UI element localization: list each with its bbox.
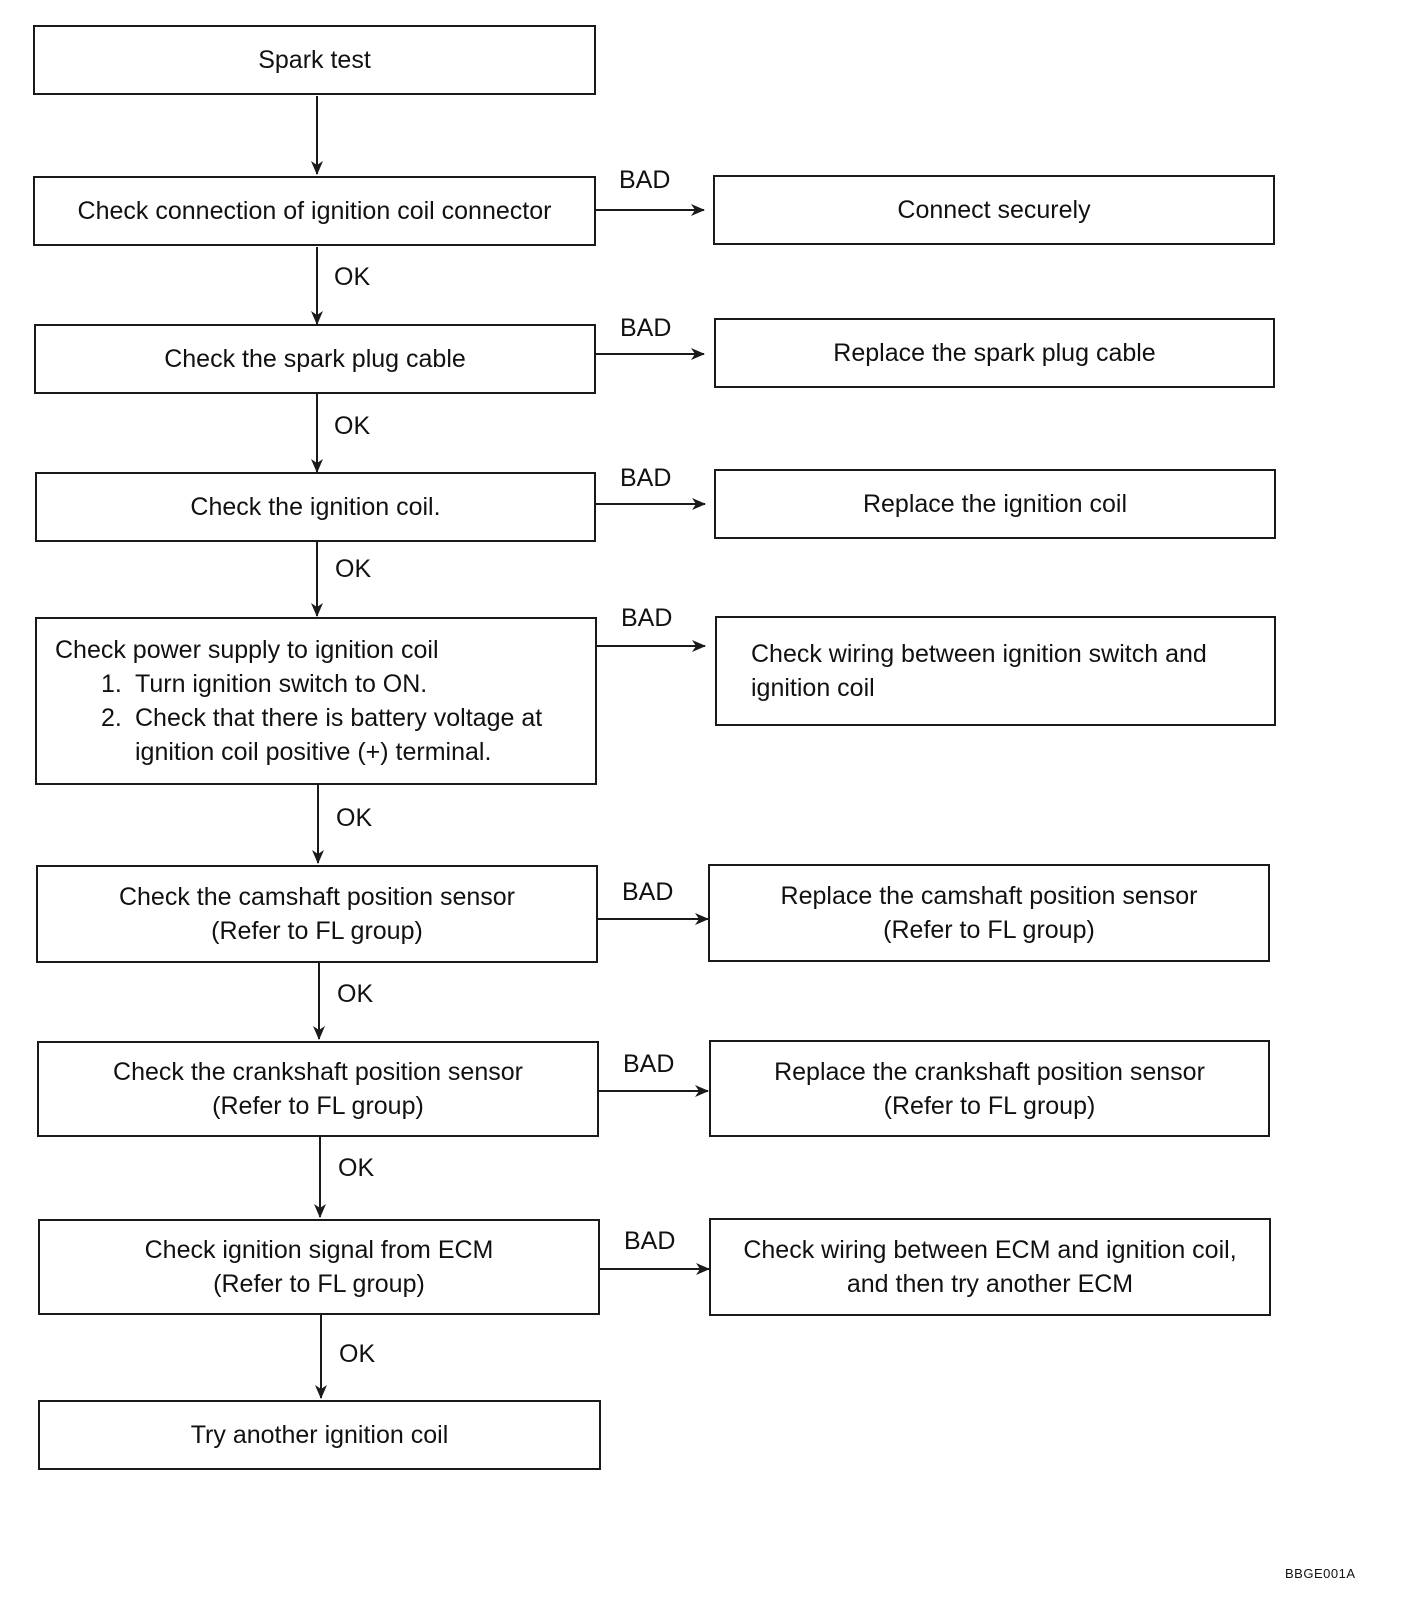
bad-label-cable: BAD: [620, 314, 672, 342]
step-check-ecm-signal: Check ignition signal from ECM (Refer to…: [38, 1219, 600, 1315]
bad-label-connector: BAD: [619, 166, 671, 194]
power-supply-item-2-continued: ignition coil positive (+) terminal.: [135, 738, 492, 766]
action-connect-securely-label: Connect securely: [897, 196, 1091, 224]
ok-label-power: OK: [336, 804, 373, 832]
bad-label-power: BAD: [621, 604, 673, 632]
step-check-power-supply: Check power supply to ignition coil 1. Tu…: [35, 617, 597, 785]
action-replace-camshaft-line-2: (Refer to FL group): [883, 916, 1095, 944]
power-supply-item-1: 1. Turn ignition switch to ON.: [55, 667, 427, 701]
step-spark-test: Spark test: [33, 25, 596, 95]
action-replace-cable-label: Replace the spark plug cable: [833, 339, 1156, 367]
power-supply-item-1-number: 1.: [101, 670, 122, 698]
action-check-wiring-switch-line-1: Check wiring between ignition switch and: [751, 640, 1207, 668]
step-spark-test-label: Spark test: [258, 46, 371, 74]
bad-label-ecm: BAD: [624, 1227, 676, 1255]
power-supply-item-2: 2. Check that there is battery voltage at: [55, 701, 542, 735]
step-check-camshaft-line-1: Check the camshaft position sensor: [118, 883, 516, 911]
step-check-crankshaft-sensor: Check the crankshaft position sensor (Re…: [37, 1041, 599, 1137]
power-supply-item-2-number: 2.: [101, 704, 122, 732]
action-replace-camshaft-line-1: Replace the camshaft position sensor: [780, 882, 1198, 910]
action-replace-coil: Replace the ignition coil: [714, 469, 1276, 539]
step-check-ecm-line-2: (Refer to FL group): [213, 1270, 425, 1298]
action-replace-coil-label: Replace the ignition coil: [862, 490, 1128, 518]
bad-label-crankshaft: BAD: [623, 1050, 675, 1078]
step-check-cable-label: Check the spark plug cable: [164, 345, 466, 373]
power-supply-title: Check power supply to ignition coil: [55, 636, 439, 664]
step-try-another-coil: Try another ignition coil: [38, 1400, 601, 1470]
action-connect-securely: Connect securely: [713, 175, 1275, 245]
action-replace-cable: Replace the spark plug cable: [714, 318, 1275, 388]
step-check-camshaft-sensor: Check the camshaft position sensor (Refe…: [36, 865, 598, 963]
ok-label-crankshaft: OK: [338, 1154, 375, 1182]
ok-label-cable: OK: [334, 412, 371, 440]
figure-code: BBGE001A: [1285, 1566, 1356, 1581]
action-check-wiring-ecm: Check wiring between ECM and ignition co…: [709, 1218, 1271, 1316]
action-replace-crankshaft-line-2: (Refer to FL group): [883, 1091, 1096, 1120]
step-check-cable: Check the spark plug cable: [34, 324, 596, 394]
bad-label-camshaft: BAD: [622, 878, 674, 906]
power-supply-item-1-text: Turn ignition switch to ON.: [135, 670, 428, 698]
step-check-coil-label: Check the ignition coil.: [190, 493, 441, 521]
ok-label-camshaft: OK: [337, 980, 374, 1008]
step-check-ecm-line-1: Check ignition signal from ECM: [144, 1236, 494, 1264]
action-check-wiring-ecm-line-2: and then try another ECM: [846, 1270, 1134, 1298]
step-try-another-coil-label: Try another ignition coil: [190, 1421, 449, 1449]
action-replace-crankshaft-line-1: Replace the crankshaft position sensor: [774, 1057, 1205, 1086]
step-check-connector-label: Check connection of ignition coil connec…: [77, 197, 552, 225]
step-check-crankshaft-line-1: Check the crankshaft position sensor: [113, 1058, 523, 1086]
step-check-coil: Check the ignition coil.: [35, 472, 596, 542]
action-check-wiring-ecm-line-1: Check wiring between ECM and ignition co…: [743, 1236, 1237, 1264]
ok-label-connector: OK: [334, 263, 371, 291]
action-check-wiring-switch: Check wiring between ignition switch and…: [715, 616, 1276, 726]
action-replace-crankshaft-sensor: Replace the crankshaft position sensor (…: [709, 1040, 1270, 1137]
action-replace-camshaft-sensor: Replace the camshaft position sensor (Re…: [708, 864, 1270, 962]
power-supply-item-2-text: Check that there is battery voltage at: [135, 704, 543, 732]
action-check-wiring-switch-line-2: ignition coil: [751, 674, 875, 702]
bad-label-coil: BAD: [620, 464, 672, 492]
step-check-connector: Check connection of ignition coil connec…: [33, 176, 596, 246]
step-check-crankshaft-line-2: (Refer to FL group): [212, 1092, 424, 1120]
ok-label-coil: OK: [335, 555, 372, 583]
step-check-camshaft-line-2: (Refer to FL group): [211, 917, 423, 945]
ok-label-ecm: OK: [339, 1340, 376, 1368]
